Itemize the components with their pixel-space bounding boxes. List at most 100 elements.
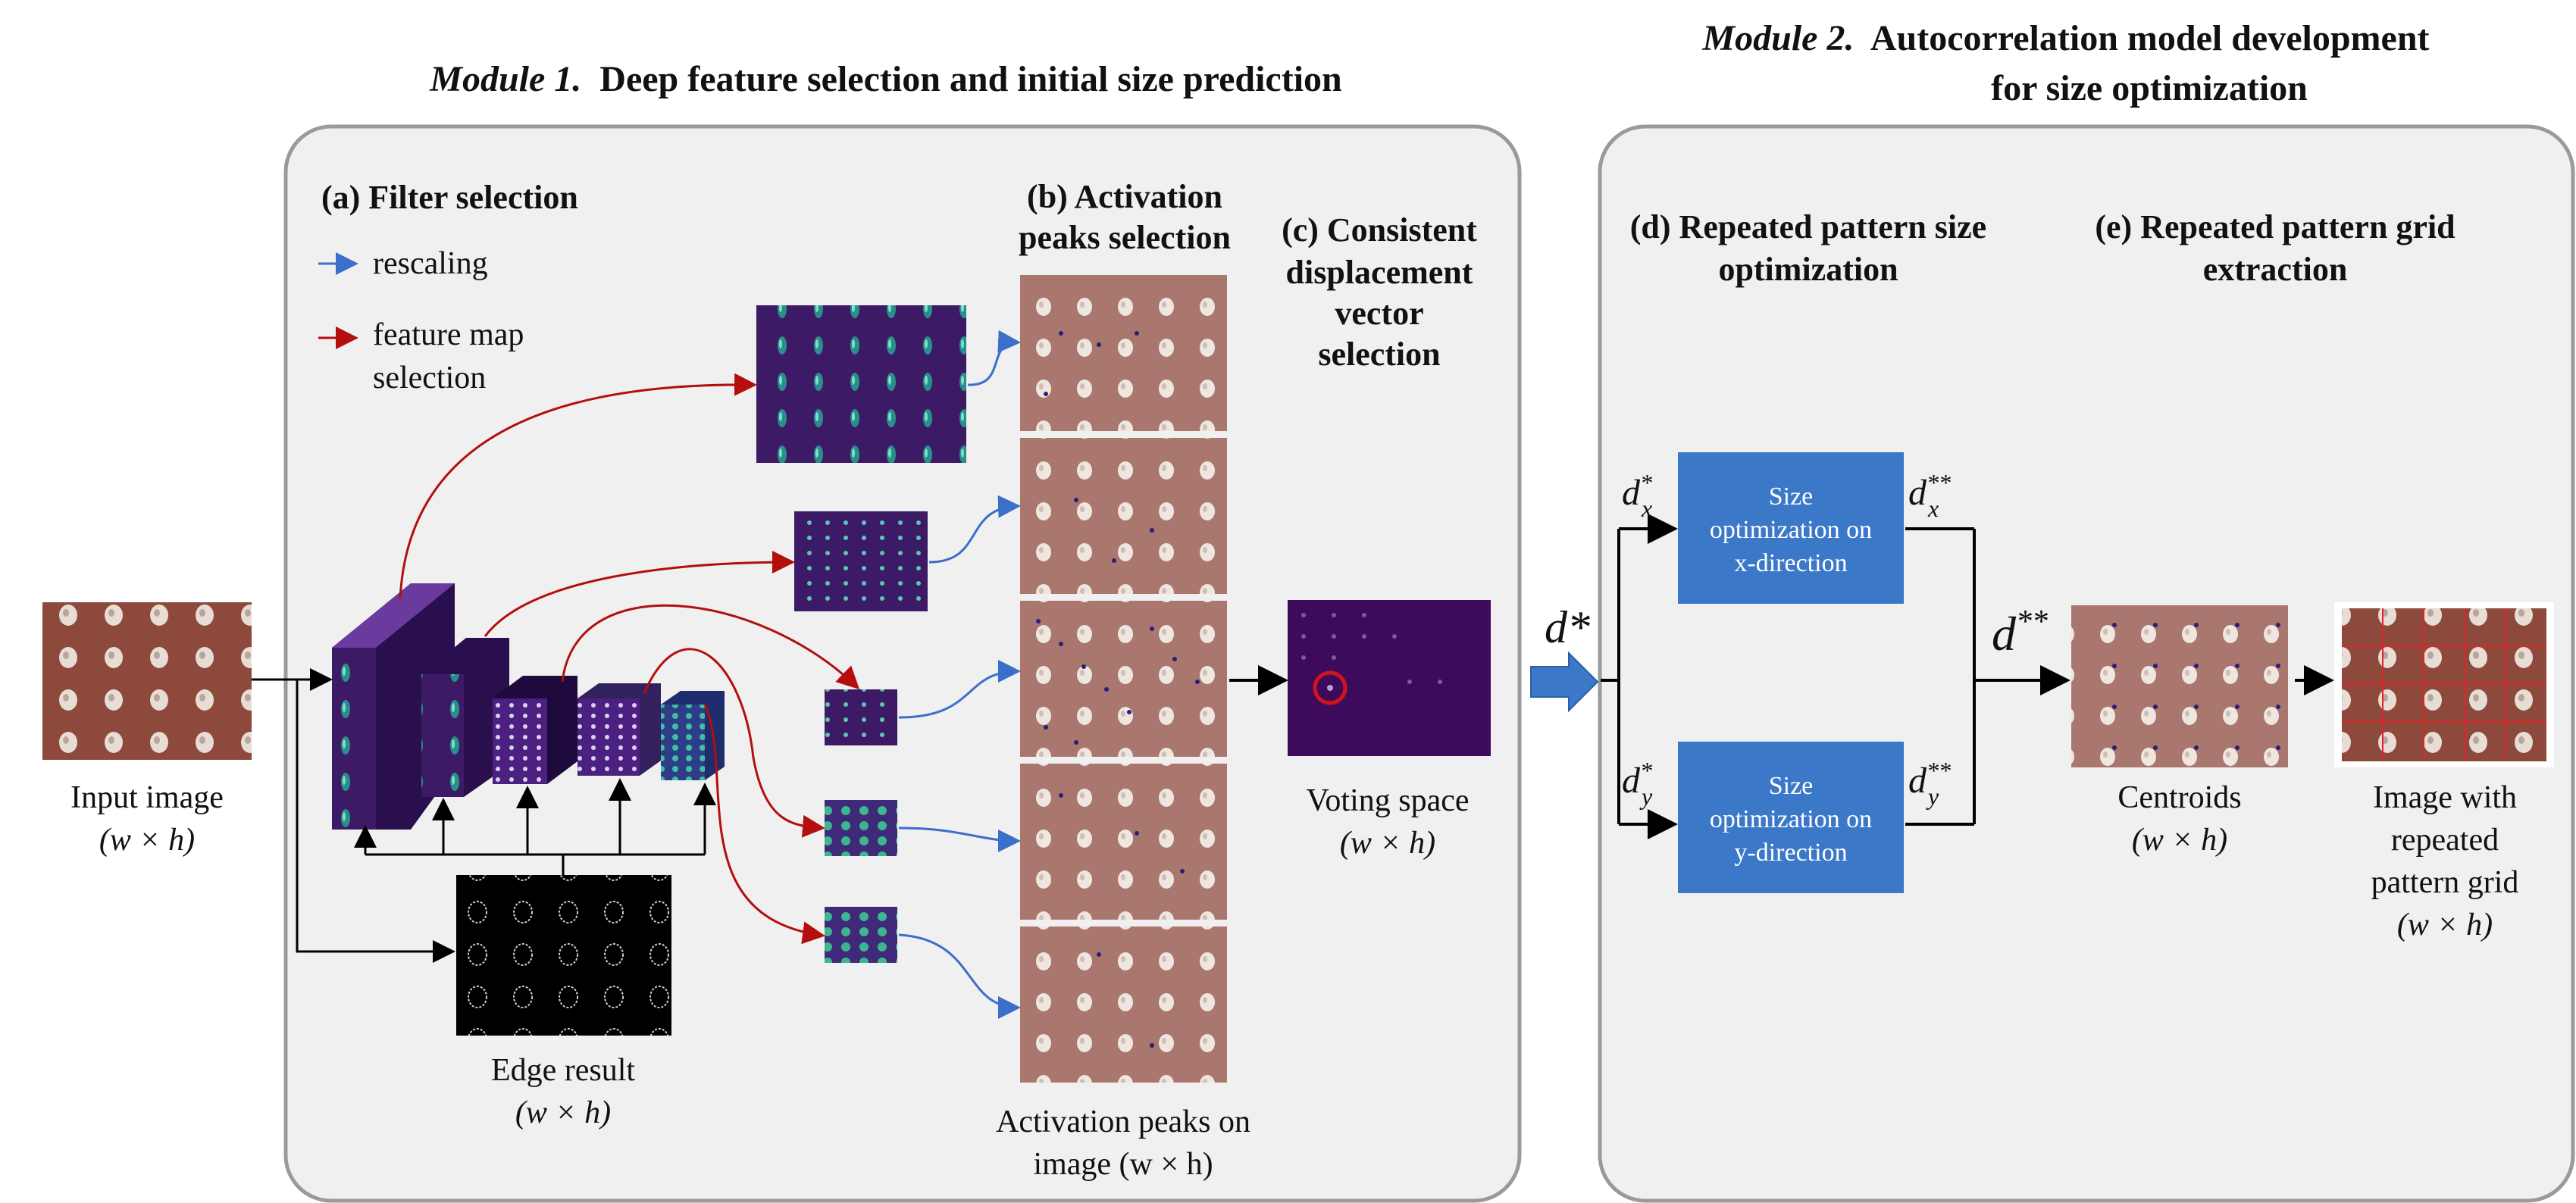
cnn-layer-5-face (661, 705, 705, 780)
input-image-label: Input image (70, 780, 224, 815)
edge-result-dims: (w × h) (515, 1095, 611, 1130)
rescaling-legend-label: rescaling (373, 246, 488, 281)
cnn-layer-1-face (332, 648, 376, 830)
d-star-star-sup: ** (2016, 605, 2048, 639)
box-y-line3: y-direction (1734, 839, 1847, 867)
consistent-heading-line4: selection (1318, 336, 1440, 373)
module2-title-line2: for size optimization (1991, 68, 2308, 108)
activation-image-2 (1020, 438, 1227, 594)
blue-arrow-4 (898, 826, 1021, 852)
grid-image-dims: (w × h) (2397, 908, 2493, 942)
voting-space-image (1288, 600, 1491, 756)
dx-star-text: d (1622, 473, 1641, 513)
d-star-arrow (1530, 651, 1599, 713)
dy-star-label: d*y (1622, 757, 1653, 810)
activation-peak-dots (1036, 331, 1200, 1048)
input-image-dims: (w × h) (99, 823, 195, 858)
dx-star-sup: * (1640, 469, 1652, 496)
centroids-dims: (w × h) (2132, 823, 2227, 858)
box-x-line2: optimization on (1710, 516, 1872, 544)
activation-peak-images (1020, 275, 1227, 1083)
voting-space-dims: (w × h) (1340, 826, 1435, 861)
box-x-line1: Size (1769, 483, 1814, 511)
blue-arrow-1 (967, 330, 1021, 386)
input-image (42, 602, 252, 760)
blue-arrow-3 (898, 660, 1021, 719)
cnn-layer-1-top (332, 583, 455, 648)
module1-title-italic: Module 1. (429, 59, 581, 99)
feature-map-1 (756, 305, 966, 463)
voting-peak-dot (1327, 685, 1333, 691)
dx-star-star-label: d**x (1908, 469, 1951, 522)
red-arrow-5 (703, 704, 825, 945)
blue-arrow-5 (898, 933, 1021, 1019)
edge-result-image (456, 875, 671, 1036)
feature-map-legend-label-line1: feature map (373, 317, 524, 352)
e-heading-line2: extraction (2203, 251, 2348, 288)
feature-map-2 (794, 511, 928, 611)
box-y-line1: Size (1769, 772, 1814, 800)
activation-image-1 (1020, 275, 1227, 431)
box-y-line2: optimization on (1710, 805, 1872, 833)
grid-lines (2342, 608, 2546, 761)
dy-star-sup: * (1640, 757, 1652, 784)
edge-result-label: Edge result (491, 1053, 635, 1088)
grid-image-line1: Image with (2373, 780, 2517, 815)
rescaling-arrows (898, 330, 1021, 1019)
grid-image-line2: repeated (2391, 823, 2499, 858)
dy-star-star-sub: y (1926, 783, 1939, 810)
module2-title-line1: Module 2. Autocorrelation model developm… (1701, 18, 2429, 58)
consistent-heading-line3: vector (1335, 295, 1423, 332)
activation-image-4 (1020, 764, 1227, 920)
dy-star-sub: y (1639, 783, 1653, 810)
blue-arrow-2 (928, 495, 1021, 564)
dx-star-star-sub: x (1927, 495, 1939, 522)
dy-star-text: d (1622, 761, 1641, 801)
activation-peaks-label: Activation peaks on (996, 1105, 1250, 1139)
module2-title-rest-line1: Autocorrelation model development (1870, 18, 2430, 58)
red-arrow-4 (643, 648, 825, 838)
size-optimization-x-box (1678, 452, 1904, 604)
cnn-layer-3-face (493, 698, 547, 784)
size-optimization-y-box (1678, 742, 1904, 893)
activation-peaks-dims: image (w × h) (1033, 1147, 1213, 1182)
cnn-layer-2-face (421, 674, 464, 797)
module1-title: Module 1. Deep feature selection and ini… (429, 59, 1341, 99)
box-x-line3: x-direction (1734, 549, 1847, 577)
feature-map-legend-label-line2: selection (373, 361, 486, 395)
filter-selection-heading: (a) Filter selection (321, 179, 578, 216)
feature-map-5 (825, 907, 897, 963)
red-arrow-3 (561, 604, 860, 690)
voting-peak-circle (1313, 670, 1347, 705)
d-star-star-label: d** (1992, 605, 2048, 661)
dy-star-star-text: d (1908, 761, 1927, 801)
feature-map-3 (825, 689, 897, 745)
feature-selection-arrows (399, 373, 860, 945)
dy-star-star-sup: ** (1927, 757, 1951, 784)
dx-star-star-text: d (1908, 473, 1927, 513)
centroid-dots (2112, 623, 2280, 750)
voting-space-dots (1301, 613, 1442, 684)
centroids-label: Centroids (2117, 780, 2241, 815)
cnn-layer-4-face (577, 698, 640, 776)
feature-map-4 (825, 800, 897, 856)
activation-heading-line1: (b) Activation (1027, 178, 1222, 215)
edge-feedback-arrows (354, 778, 716, 875)
d-star-star-text: d (1992, 607, 2017, 661)
activation-image-5 (1020, 926, 1227, 1083)
grid-image-line3: pattern grid (2371, 865, 2519, 900)
d-heading-line2: optimization (1718, 251, 1898, 288)
d-heading-line1: (d) Repeated pattern size (1630, 208, 1986, 245)
module2-title-italic: Module 2. (1701, 18, 1854, 58)
dx-star-label: d*x (1622, 469, 1652, 522)
consistent-heading-line2: displacement (1286, 254, 1473, 291)
voting-space-label: Voting space (1306, 783, 1469, 818)
consistent-heading-line1: (c) Consistent (1282, 211, 1477, 248)
activation-heading-line2: peaks selection (1019, 219, 1231, 256)
module1-title-rest: Deep feature selection and initial size … (599, 59, 1341, 99)
centroids-image (2071, 605, 2288, 767)
dy-star-star-label: d**y (1908, 757, 1951, 810)
activation-image-3 (1020, 601, 1227, 757)
d-star-label: d* (1545, 602, 1590, 652)
